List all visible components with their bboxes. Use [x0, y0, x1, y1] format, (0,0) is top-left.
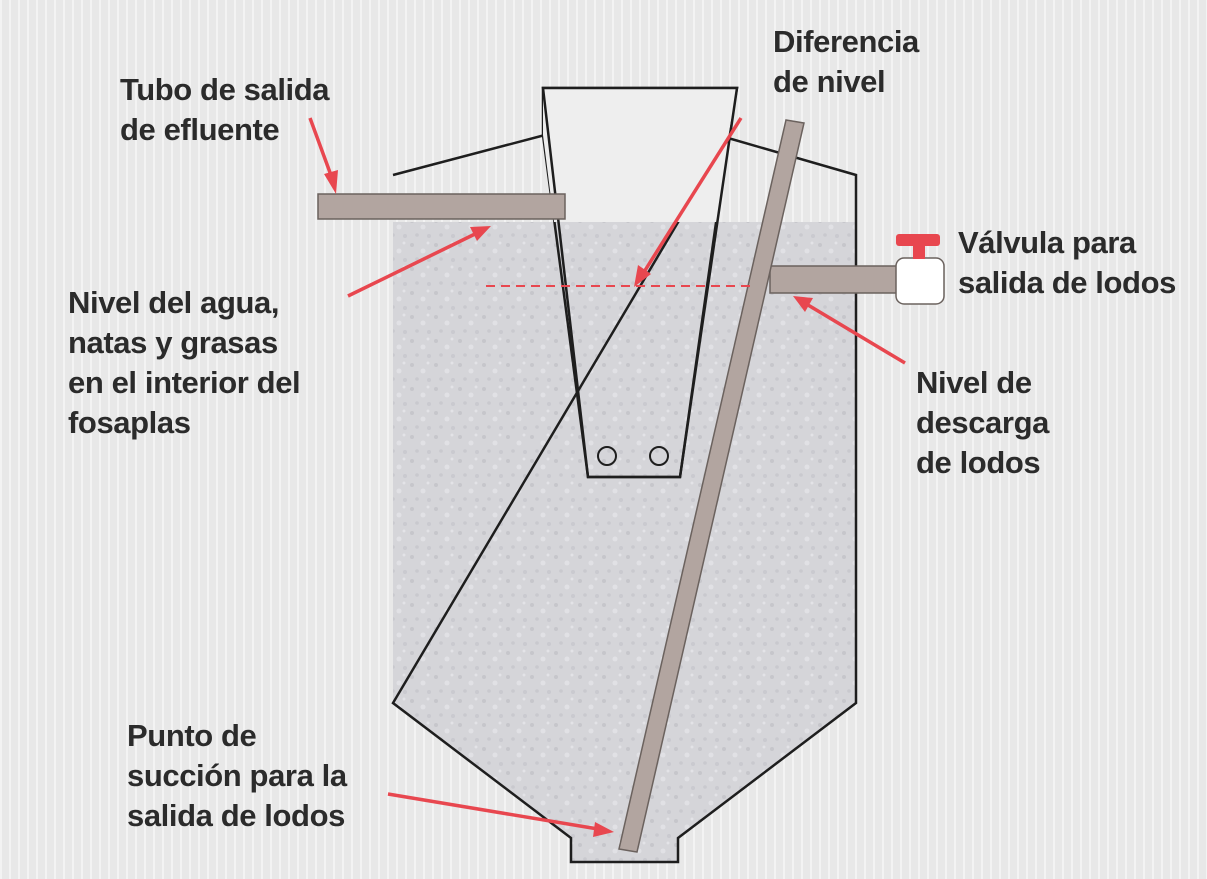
inlet-baffle-edges [541, 86, 739, 479]
arrow-tubo-head [324, 170, 338, 194]
baffle-hole-left [597, 446, 617, 466]
label-punto-succion: Punto de succión para la salida de lodos [127, 718, 347, 833]
annotation-arrows [308, 117, 906, 837]
sludge-discharge-pipe [769, 265, 899, 294]
arrow-nivel-agua-head [470, 226, 491, 241]
arrow-descarga [807, 303, 906, 365]
baffle-hole-right [649, 446, 669, 466]
arrow-nivel-agua [347, 232, 476, 298]
label-diferencia-nivel: Diferencia de nivel [773, 24, 919, 99]
effluent-pipe [317, 193, 566, 220]
arrow-diferencia [642, 117, 743, 273]
valve-handle [896, 234, 940, 246]
inlet-baffle-upper [543, 88, 737, 222]
arrow-tubo [308, 117, 334, 179]
label-tubo-salida: Tubo de salida de efluente [120, 72, 330, 147]
arrow-diferencia-head [634, 265, 651, 287]
tank-outline [391, 133, 858, 864]
label-nivel-descarga: Nivel de descarga de lodos [916, 365, 1049, 480]
arrow-descarga-head [793, 296, 813, 312]
valve-body [895, 257, 945, 305]
sludge-suction-pipe [618, 119, 805, 853]
arrow-punto-head [593, 822, 614, 837]
label-valvula: Válvula para salida de lodos [958, 225, 1176, 300]
label-nivel-agua: Nivel del agua, natas y grasas en el int… [68, 285, 301, 440]
valve-stem [913, 243, 925, 259]
arrow-punto [387, 792, 599, 831]
